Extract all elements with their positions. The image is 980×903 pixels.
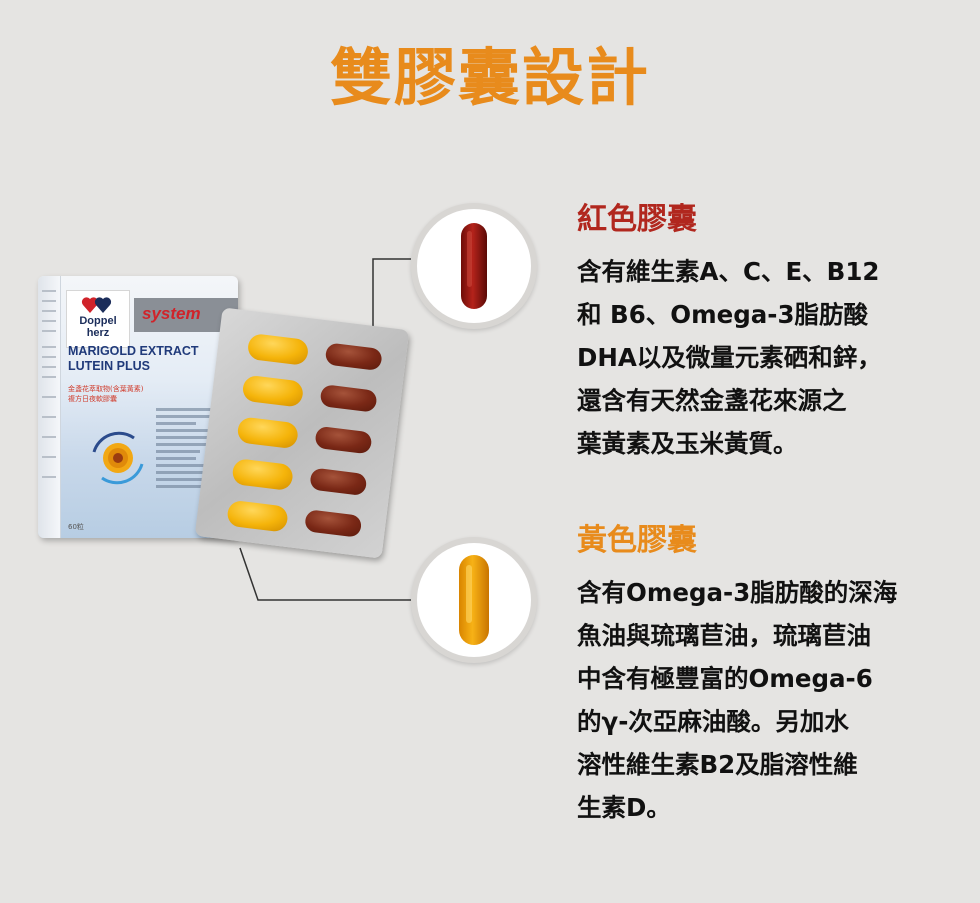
desc-line: 和 B6、Omega-3脂肪酸 xyxy=(577,300,869,329)
yellow-capsule xyxy=(226,499,289,533)
desc-line: 含有Omega-3脂肪酸的深海 xyxy=(577,578,898,607)
desc-line: 溶性維生素B2及脂溶性維 xyxy=(577,750,858,779)
red-capsule-heading: 紅色膠囊 xyxy=(577,202,697,237)
hearts-icon xyxy=(81,297,112,313)
blister-pack xyxy=(194,307,410,559)
red-capsule xyxy=(309,467,368,497)
yellow-capsule xyxy=(246,332,310,367)
yellow-capsule xyxy=(241,374,305,408)
yellow-capsule-closeup xyxy=(411,537,537,663)
desc-line: 生素D。 xyxy=(577,793,671,822)
page-title: 雙膠囊設計 xyxy=(329,41,650,114)
yellow-capsule xyxy=(231,457,295,492)
red-capsule xyxy=(319,384,378,413)
yellow-capsule xyxy=(236,416,300,450)
system-label: system xyxy=(142,304,201,323)
marigold-icon xyxy=(92,431,144,485)
desc-line: 含有維生素A、C、E、B12 xyxy=(577,257,880,286)
desc-line: 的γ-次亞麻油酸。另加水 xyxy=(577,707,849,736)
yellow-capsule-icon xyxy=(459,555,489,645)
box-side-panel xyxy=(38,276,61,538)
yellow-capsule-heading: 黃色膠囊 xyxy=(577,523,697,558)
capsule-count: 60粒 xyxy=(68,523,84,531)
red-capsule-icon xyxy=(461,223,487,309)
desc-line: 還含有天然金盞花來源之 xyxy=(577,386,847,415)
desc-line: 魚油與琉璃苣油，琉璃苣油 xyxy=(577,621,871,650)
desc-line: 中含有極豐富的Omega-6 xyxy=(577,664,873,693)
yellow-connector-line xyxy=(239,547,411,601)
desc-line: DHA以及微量元素硒和鋅， xyxy=(577,343,882,372)
red-capsule xyxy=(314,425,373,455)
product-subtitle: 金盞花萃取物(含葉黃素)複方日夜軟膠囊 xyxy=(68,385,144,403)
red-capsule-closeup xyxy=(411,203,537,329)
desc-line: 葉黃素及玉米黃質。 xyxy=(577,429,798,458)
red-capsule xyxy=(304,509,363,538)
box-info-text xyxy=(156,404,236,492)
red-capsule-description: 含有維生素A、C、E、B12 和 B6、Omega-3脂肪酸 DHA以及微量元素… xyxy=(577,250,947,465)
yellow-capsule-description: 含有Omega-3脂肪酸的深海 魚油與琉璃苣油，琉璃苣油 中含有極豐富的Omeg… xyxy=(577,571,947,829)
red-capsule xyxy=(324,342,383,372)
